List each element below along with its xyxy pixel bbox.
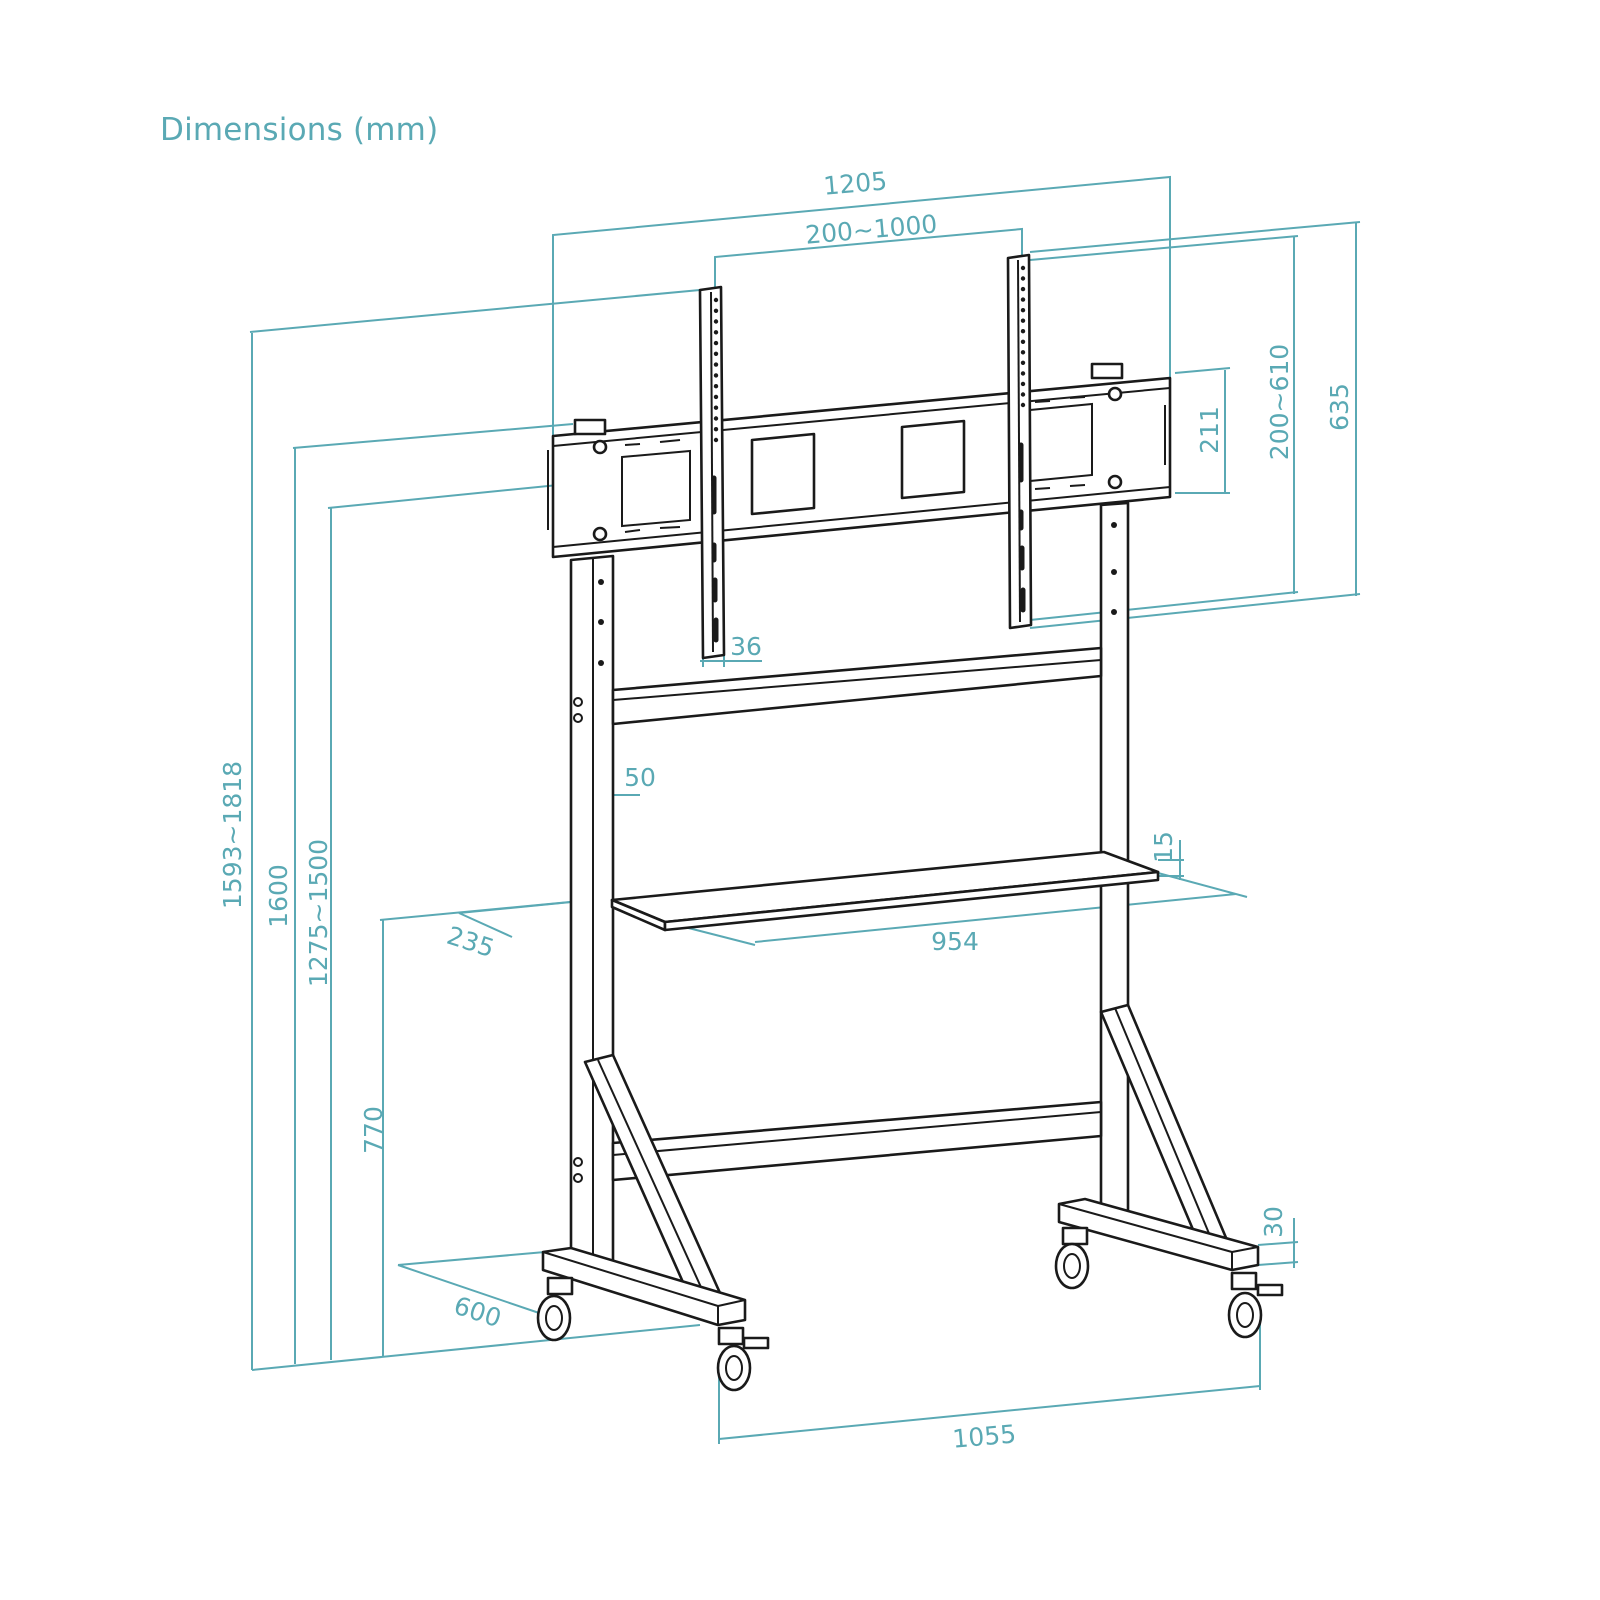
label-base-depth: 600 [450,1291,504,1333]
caster-wheels [536,1226,1284,1392]
label-mount-height: 1275~1500 [304,839,333,987]
arm-hole [1020,339,1026,344]
arm-hole [1020,308,1026,313]
label-arm-length: 635 [1325,383,1354,431]
arm-hole [1020,360,1026,365]
arm-hole [713,384,719,389]
caster-back-right-a [1054,1226,1090,1290]
arm-hole [713,416,719,421]
label-shelf-height: 770 [359,1106,388,1154]
arm-hole [1020,350,1026,355]
label-shelf-thickness: 15 [1149,831,1178,863]
arm-hole [1020,329,1026,334]
dimension-labels: 1205 200~1000 211 200~610 635 36 50 15 2… [218,166,1354,1453]
label-shelf-width: 954 [931,927,979,956]
arm-hole [713,340,719,346]
upper-crossbar [611,646,1103,726]
column-holes [573,522,1117,1183]
arm-hole [713,351,719,356]
label-overall-height: 1593~1818 [218,761,247,909]
arm-hole [1020,381,1026,387]
plate-hook-left [573,418,607,436]
arm-hole [713,437,719,443]
lower-crossbar [611,1100,1103,1182]
arm-hole [1020,392,1026,397]
label-column-width: 50 [624,763,656,792]
arm-holes [711,265,1026,643]
arm-hole [713,297,719,303]
arm-hole [713,405,719,410]
arm-hole [713,308,719,313]
arm-hole [1020,297,1026,302]
arm-hole [1020,286,1026,292]
arm-hole [713,330,719,335]
arm-hole [1020,265,1026,271]
label-base-height: 30 [1259,1206,1288,1238]
arm-hole [1020,402,1026,408]
label-vesa-horizontal: 200~1000 [804,209,938,249]
arm-hole [713,362,719,367]
label-column-height: 1600 [264,864,293,928]
arm-hole [713,394,719,400]
tv-stand [536,253,1284,1392]
arm-hole [1020,276,1026,281]
label-arm-width: 36 [730,632,762,661]
label-overall-width: 1205 [822,166,888,200]
caster-front-left [536,1276,574,1342]
label-base-width: 1055 [951,1419,1017,1453]
arm-hole [713,373,719,378]
plate-hook-right [1090,362,1124,380]
arm-hole [1020,318,1026,323]
caster-front-mid [716,1326,770,1392]
arm-hole [713,427,719,432]
label-bracket-height: 211 [1195,406,1224,454]
page-title: Dimensions (mm) [160,112,439,148]
dimension-lines [249,175,1361,1444]
arm-hole [1020,371,1026,376]
arm-hole [713,319,719,324]
label-vesa-vertical: 200~610 [1265,344,1294,460]
right-base-foot [1057,1197,1260,1272]
caster-back-right-b [1227,1271,1284,1339]
